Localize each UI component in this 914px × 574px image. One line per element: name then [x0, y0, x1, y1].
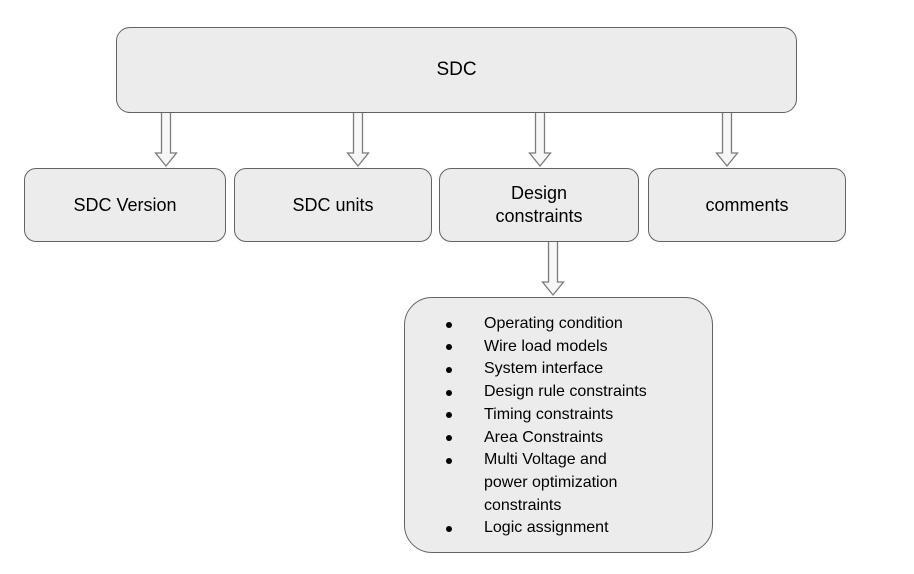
list-item: System interface: [405, 358, 712, 381]
list-item: Logic assignment: [405, 517, 712, 540]
list-item: Design rule constraints: [405, 381, 712, 404]
list-item: Wire load models: [405, 336, 712, 359]
list-item: Area Constraints: [405, 427, 712, 450]
node-sdc-version: SDC Version: [24, 168, 226, 242]
node-sdc-units-label: SDC units: [292, 194, 374, 215]
arrow-design-constraints-to-details-icon: [541, 242, 565, 297]
node-sdc-version-label: SDC Version: [73, 194, 177, 215]
arrow-sdc-to-sdc-units-icon: [346, 113, 370, 168]
list-item: Timing constraints: [405, 404, 712, 427]
arrow-sdc-to-sdc-version-icon: [154, 113, 178, 168]
node-design-constraints: Design constraints: [439, 168, 639, 242]
arrow-sdc-to-comments-icon: [715, 113, 739, 168]
node-design-constraints-details: Operating condition Wire load models Sys…: [404, 297, 713, 553]
node-design-constraints-label: Design constraints: [495, 183, 583, 226]
node-sdc: SDC: [116, 27, 797, 113]
list-item: Multi Voltage and power optimization con…: [405, 449, 712, 517]
arrow-sdc-to-design-constraints-icon: [528, 113, 552, 168]
design-constraints-details-list: Operating condition Wire load models Sys…: [405, 313, 712, 540]
node-sdc-label: SDC: [436, 59, 477, 80]
node-comments: comments: [648, 168, 846, 242]
node-comments-label: comments: [705, 194, 789, 215]
list-item: Operating condition: [405, 313, 712, 336]
node-sdc-units: SDC units: [234, 168, 432, 242]
